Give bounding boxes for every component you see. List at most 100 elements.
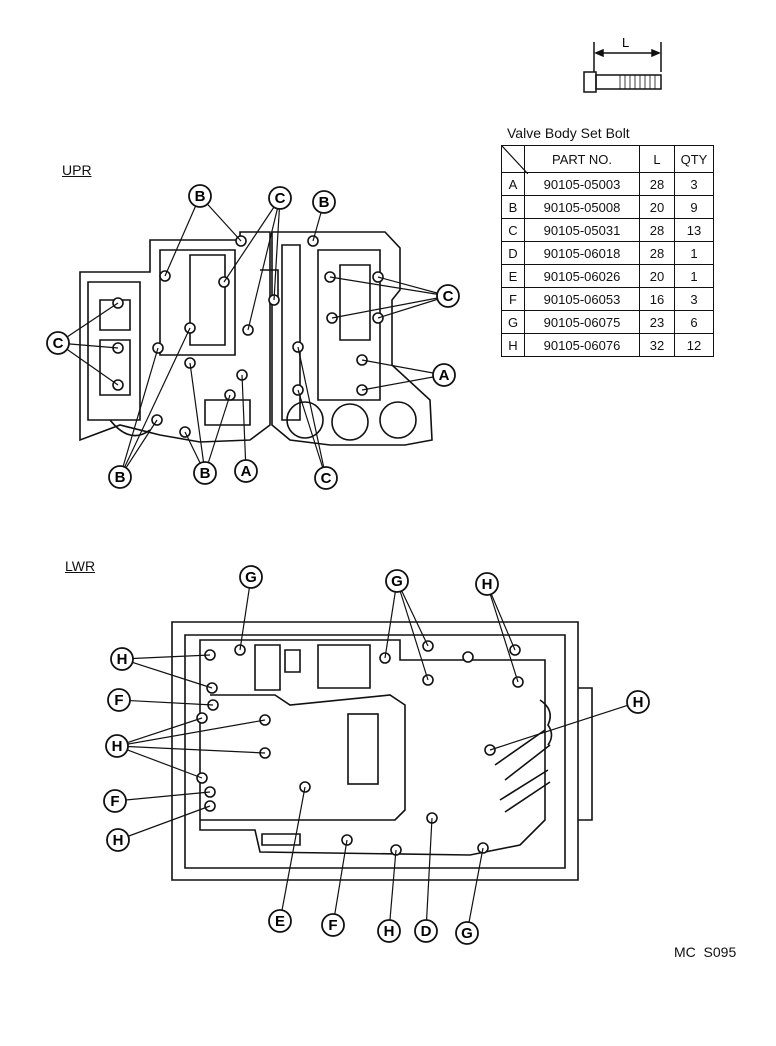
callout-letter: F [110, 793, 119, 810]
leader-line [396, 580, 429, 647]
leader-line [361, 359, 445, 376]
callout-letter: H [633, 694, 644, 711]
upper-callout: B [188, 184, 212, 208]
lower-callout: H [110, 647, 134, 671]
callout-circle [385, 569, 409, 593]
leader-lines [57, 195, 639, 934]
callout-circle [46, 331, 70, 355]
cell-code: C [501, 218, 525, 242]
callout-circle [321, 913, 345, 937]
cell-part: 90105-05008 [524, 195, 640, 219]
callout-letter: B [200, 465, 211, 482]
lower-callout: F [321, 913, 345, 937]
cell-code: G [501, 310, 525, 334]
upper-callout: C [46, 331, 70, 355]
cell-l: 28 [639, 241, 675, 265]
callout-circle [432, 363, 456, 387]
leader-line [332, 839, 348, 926]
leader-line [384, 580, 398, 659]
figure-code: MC S095 [674, 944, 737, 960]
leader-line [223, 197, 281, 283]
lower-callout: H [105, 734, 129, 758]
callout-circle [377, 919, 401, 943]
cell-l: 28 [639, 172, 675, 196]
leader-line [118, 699, 214, 706]
leader-line [377, 295, 449, 319]
callout-letter: H [113, 832, 124, 849]
leader-line [331, 295, 449, 319]
leader-line [297, 389, 327, 479]
leader-line [114, 791, 211, 802]
leader-line [57, 302, 119, 344]
leader-line [121, 658, 213, 689]
leader-line [119, 347, 159, 478]
leader-line [489, 701, 639, 751]
lower-valve-body [171, 621, 593, 881]
lower-callout: F [107, 688, 131, 712]
cell-part: 90105-05031 [524, 218, 640, 242]
leader-line [239, 576, 252, 651]
table-header-row: PART NO. L QTY [501, 145, 714, 174]
lower-callout: H [106, 828, 130, 852]
cell-l: 32 [639, 333, 675, 357]
leader-line [329, 276, 449, 297]
callout-letter: G [461, 925, 473, 942]
upper-callout: B [108, 465, 132, 489]
leader-line [297, 346, 327, 479]
leader-line [425, 817, 433, 932]
callout-circle [105, 734, 129, 758]
leader-line [466, 847, 484, 934]
callout-circle [475, 572, 499, 596]
callout-letter: C [53, 335, 64, 352]
leader-line [279, 786, 306, 922]
cell-qty: 1 [674, 241, 714, 265]
callout-letter: E [275, 913, 285, 930]
lower-callout: G [239, 565, 263, 589]
upper-callout: C [436, 284, 460, 308]
leader-line [189, 362, 206, 474]
callout-circle [188, 184, 212, 208]
leader-line [116, 717, 203, 747]
leader-line [273, 197, 281, 301]
leader-line [247, 197, 281, 331]
cell-part: 90105-06018 [524, 241, 640, 265]
callout-letter: C [321, 470, 332, 487]
lower-callout: G [455, 921, 479, 945]
upper-callout: B [312, 190, 336, 214]
callout-letter: D [421, 923, 432, 940]
callout-circle [414, 919, 438, 943]
lower-callout: H [377, 919, 401, 943]
leader-line [377, 276, 449, 297]
leader-line [486, 583, 516, 651]
callout-circle [239, 565, 263, 589]
cell-part: 90105-05003 [524, 172, 640, 196]
lower-callout: G [385, 569, 409, 593]
callout-circle [312, 190, 336, 214]
leader-line [121, 654, 211, 660]
callout-circle [436, 284, 460, 308]
leader-line [388, 849, 397, 932]
bolt-sketch [583, 42, 662, 93]
leader-line [486, 583, 519, 683]
callout-letter: A [241, 463, 252, 480]
leader-line [119, 327, 191, 478]
lower-callout: D [414, 919, 438, 943]
upper-callout: B [193, 461, 217, 485]
leader-line [396, 580, 429, 681]
callout-letter: H [482, 576, 493, 593]
cell-l: 20 [639, 264, 675, 288]
cell-code: A [501, 172, 525, 196]
lower-callout: H [626, 690, 650, 714]
callout-circle [106, 828, 130, 852]
callout-circle [110, 647, 134, 671]
callout-circle [193, 461, 217, 485]
table-corner-cell [501, 145, 528, 174]
